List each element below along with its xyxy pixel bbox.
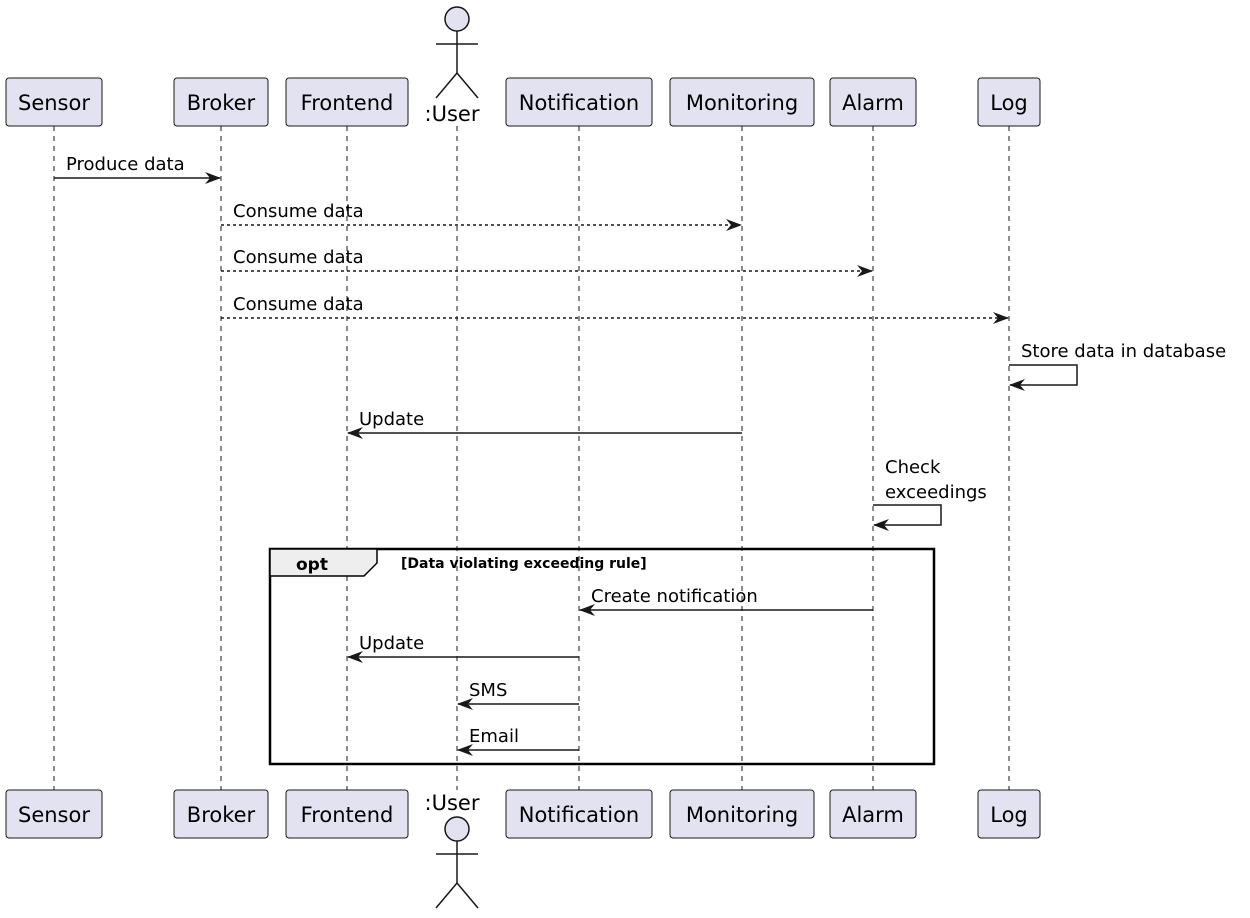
participant-box bbox=[173, 77, 269, 127]
participant-sensor-top: Sensor bbox=[5, 77, 103, 127]
participant-box bbox=[285, 789, 409, 839]
participant-box bbox=[505, 77, 653, 127]
participant-log-top: Log bbox=[977, 77, 1041, 127]
message-email-10: Email bbox=[457, 726, 579, 756]
fragment-keyword: opt bbox=[296, 555, 328, 575]
actor-stick-figure-icon bbox=[435, 6, 479, 99]
message-consume-data-2: Consume data bbox=[221, 247, 873, 277]
participant-alarm-bottom: Alarm bbox=[829, 789, 917, 839]
message-produce-data-0: Produce data bbox=[54, 154, 221, 184]
participant-sensor-bottom: Sensor bbox=[5, 789, 103, 839]
participant-notification-top: Notification bbox=[505, 77, 653, 127]
actor-stick-figure-icon bbox=[435, 816, 479, 909]
participant-label: Log bbox=[990, 91, 1028, 115]
participant-label: Monitoring bbox=[686, 91, 798, 115]
message-label: Update bbox=[359, 409, 424, 430]
participant-monitoring-bottom: Monitoring bbox=[669, 789, 815, 839]
message-label: Produce data bbox=[66, 154, 185, 175]
participant-label: Broker bbox=[187, 91, 256, 115]
participant-box bbox=[505, 789, 653, 839]
participant-box bbox=[829, 77, 917, 127]
participant-box bbox=[5, 789, 103, 839]
participant-label: Monitoring bbox=[686, 803, 798, 827]
actor-label: :User bbox=[425, 791, 480, 815]
message-consume-data-1: Consume data bbox=[221, 201, 742, 231]
opt-fragment: opt [Data violating exceeding rule] bbox=[268, 547, 936, 766]
message-store-data-in-database-4: Store data in database bbox=[1009, 341, 1226, 391]
participant-box bbox=[285, 77, 409, 127]
message-consume-data-3: Consume data bbox=[221, 294, 1009, 324]
participant-label: Notification bbox=[519, 91, 640, 115]
self-message-arrow bbox=[873, 504, 942, 531]
participant-label: Sensor bbox=[18, 91, 90, 115]
participant-label: Notification bbox=[519, 803, 640, 827]
participant-box bbox=[669, 789, 815, 839]
message-label: Consume data bbox=[233, 294, 364, 315]
message-label: SMS bbox=[469, 680, 507, 701]
participant-log-bottom: Log bbox=[977, 789, 1041, 839]
participant-label: Broker bbox=[187, 803, 256, 827]
participant-monitoring-top: Monitoring bbox=[669, 77, 815, 127]
actor-label: :User bbox=[425, 102, 480, 126]
participant-broker-top: Broker bbox=[173, 77, 269, 127]
message-label: Update bbox=[359, 633, 424, 654]
participant-broker-bottom: Broker bbox=[173, 789, 269, 839]
message-label: Consume data bbox=[233, 201, 364, 222]
participant-frontend-top: Frontend bbox=[285, 77, 409, 127]
actor-user-bottom: :User bbox=[425, 791, 480, 909]
fragment-guard: [Data violating exceeding rule] bbox=[401, 556, 647, 572]
self-message-arrow bbox=[1009, 364, 1078, 391]
message-label: Consume data bbox=[233, 247, 364, 268]
participant-notification-bottom: Notification bbox=[505, 789, 653, 839]
participant-box bbox=[173, 789, 269, 839]
message-label: Create notification bbox=[591, 586, 758, 607]
participant-box bbox=[977, 789, 1041, 839]
participant-box bbox=[5, 77, 103, 127]
fragment-tab bbox=[269, 548, 378, 577]
message-label: Email bbox=[469, 726, 519, 747]
participant-box bbox=[669, 77, 815, 127]
message-update-8: Update bbox=[347, 633, 579, 663]
message-update-5: Update bbox=[347, 409, 742, 439]
participant-box bbox=[977, 77, 1041, 127]
message-sms-9: SMS bbox=[457, 680, 579, 710]
participant-label: Log bbox=[990, 803, 1028, 827]
participant-label: Frontend bbox=[301, 91, 394, 115]
participant-alarm-top: Alarm bbox=[829, 77, 917, 127]
actor-user-top: :User bbox=[425, 6, 480, 126]
participant-label: Frontend bbox=[301, 803, 394, 827]
participant-label: Sensor bbox=[18, 803, 90, 827]
message-label: Store data in database bbox=[1021, 341, 1226, 362]
participant-label: Alarm bbox=[842, 91, 904, 115]
participant-box bbox=[829, 789, 917, 839]
message-create-notification-7: Create notification bbox=[579, 586, 873, 616]
participant-frontend-bottom: Frontend bbox=[285, 789, 409, 839]
participant-label: Alarm bbox=[842, 803, 904, 827]
fragment-frame bbox=[268, 547, 936, 766]
